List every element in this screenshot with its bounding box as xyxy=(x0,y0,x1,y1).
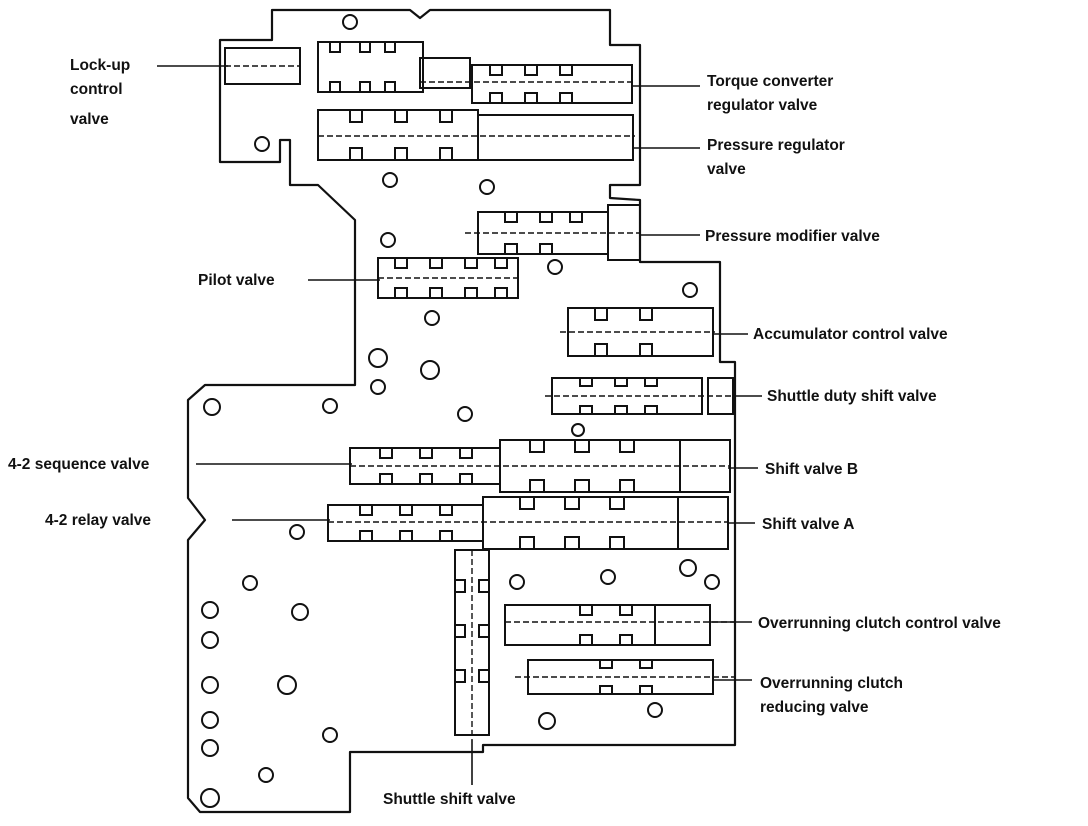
shuttle-shift-valve xyxy=(454,549,490,740)
pressure-regulator-valve xyxy=(317,109,635,161)
torque-converter-regulator-valve xyxy=(419,57,635,104)
label-accumulator: Accumulator control valve xyxy=(753,326,948,343)
label-lockup-2: control xyxy=(70,81,123,98)
label-pilot: Pilot valve xyxy=(198,272,275,289)
label-shift-b: Shift valve B xyxy=(765,461,858,478)
pilot-valve xyxy=(377,257,519,299)
label-pressure-regulator-1: Pressure regulator xyxy=(707,137,845,154)
label-lockup-3: valve xyxy=(70,111,109,128)
leader-lines xyxy=(157,65,762,785)
bolt-holes xyxy=(200,14,720,808)
label-overrun-reducing-1: Overrunning clutch xyxy=(760,675,903,692)
pressure-modifier-valve xyxy=(465,204,641,261)
label-lockup-1: Lock-up xyxy=(70,57,130,74)
shuttle-duty-shift-valve xyxy=(545,377,735,415)
valve-body-outline xyxy=(186,8,737,814)
4-2-sequence-valve-and-shift-valve-b xyxy=(349,439,731,493)
label-overrun-control: Overrunning clutch control valve xyxy=(758,615,1001,632)
4-2-relay-valve-and-shift-valve-a xyxy=(327,496,729,550)
accumulator-control-valve xyxy=(560,307,715,357)
lockup-control-valve xyxy=(224,41,424,93)
label-shuttle-duty: Shuttle duty shift valve xyxy=(767,388,937,405)
label-shuttle-shift: Shuttle shift valve xyxy=(383,791,516,808)
label-pressure-regulator-2: valve xyxy=(707,161,746,178)
label-torque-converter-1: Torque converter xyxy=(707,73,833,90)
label-4-2-sequence: 4-2 sequence valve xyxy=(8,456,150,473)
label-overrun-reducing-2: reducing valve xyxy=(760,699,869,716)
label-pressure-modifier: Pressure modifier valve xyxy=(705,228,880,245)
overrunning-clutch-reducing-valve xyxy=(515,659,735,695)
overrunning-clutch-control-valve xyxy=(504,604,735,646)
label-4-2-relay: 4-2 relay valve xyxy=(45,512,151,529)
label-torque-converter-2: regulator valve xyxy=(707,97,818,114)
label-shift-a: Shift valve A xyxy=(762,516,854,533)
